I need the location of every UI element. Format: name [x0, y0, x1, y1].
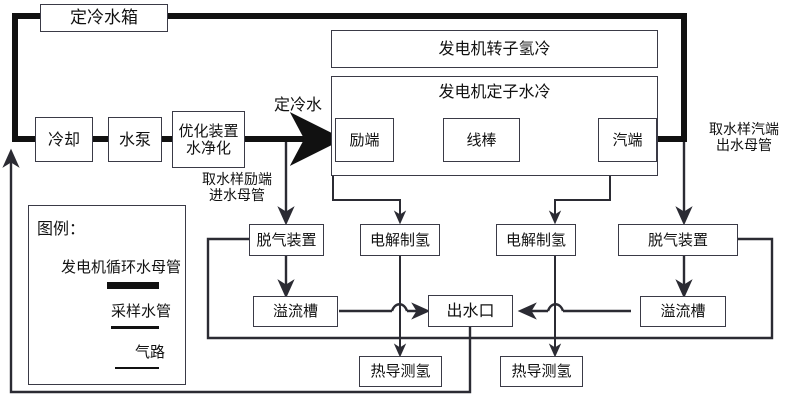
box-coil-bar[interactable]: 线棒	[443, 118, 520, 162]
label-sample-steam-outlet: 取水样汽端 出水母管	[709, 122, 779, 155]
box-optimizer[interactable]: 优化装置 水净化	[172, 111, 245, 168]
legend-title: 图例：	[37, 219, 86, 238]
box-thermal-hydrogen-left[interactable]: 热导测氢	[359, 356, 442, 387]
legend-item-2-swatch-thin	[115, 367, 159, 369]
box-steam-end[interactable]: 汽端	[598, 118, 657, 162]
gas-lines	[332, 176, 611, 358]
box-overflow-tank-right[interactable]: 溢流槽	[640, 296, 726, 327]
legend-item-0-label: 发电机循环水母管	[60, 258, 181, 276]
box-excitation-end[interactable]: 励端	[335, 118, 394, 162]
box-electrolysis-right[interactable]: 电解制氢	[496, 224, 576, 256]
legend-item-1-label: 采样水管	[110, 302, 171, 320]
box-water-outlet[interactable]: 出水口	[428, 295, 513, 327]
box-overflow-tank-left[interactable]: 溢流槽	[253, 296, 338, 327]
label-cold-water: 定冷水	[273, 95, 322, 114]
box-rotor-hydrogen-cooling[interactable]: 发电机转子氢冷	[331, 30, 658, 68]
box-thermal-hydrogen-right[interactable]: 热导测氢	[500, 356, 583, 387]
box-degasser-right[interactable]: 脱气装置	[618, 224, 738, 256]
box-pump[interactable]: 水泵	[108, 117, 162, 162]
label-sample-excitation-inlet: 取水样励端 进水母管	[202, 172, 272, 205]
box-degasser-left[interactable]: 脱气装置	[249, 224, 324, 256]
box-cooler[interactable]: 冷却	[35, 117, 93, 162]
box-electrolysis-left[interactable]: 电解制氢	[360, 224, 440, 256]
legend-item-0-swatch-thick	[107, 282, 159, 289]
box-water-tank[interactable]: 定冷水箱	[40, 4, 168, 32]
legend-item-1-swatch-medium	[111, 326, 159, 329]
legend-box: 图例： 发电机循环水母管 采样水管 气路	[28, 205, 186, 385]
legend-item-2-label: 气路	[134, 343, 165, 361]
